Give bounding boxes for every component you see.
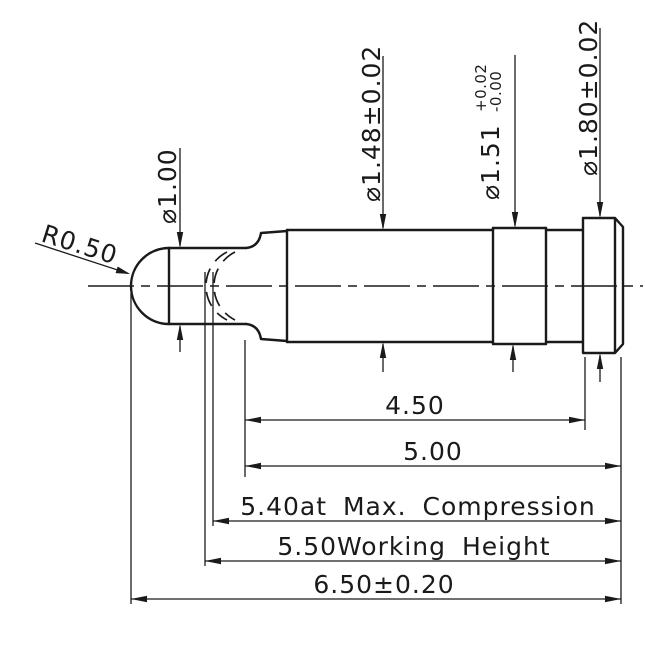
dim-4-50-arrow-left: [245, 416, 261, 424]
dim-5-50-arrow-right: [605, 557, 621, 565]
barrel-dia-arrow-bottom: [379, 342, 387, 358]
dim-6-50-arrow-left: [131, 595, 147, 603]
flange-diameter-label: ⌀1.80±0.02: [574, 19, 603, 176]
extension-lines: [130, 272, 622, 604]
tip-dome: [129, 246, 171, 326]
radius-arrow: [115, 266, 130, 274]
ring-dia-arrow-top: [511, 212, 519, 228]
part-outline: [129, 216, 625, 355]
ring-tolerance-lower: -0.00: [487, 71, 505, 112]
dim-6-50-arrow-right: [605, 595, 621, 603]
dim-5-00-label: 5.00: [403, 437, 463, 466]
plunger-dia-arrow-bottom: [176, 324, 184, 340]
barrel-nose-bottom: [244, 322, 289, 343]
dim-5-00-arrow-right: [605, 462, 621, 470]
plunger-dia-arrow-top: [176, 232, 184, 248]
barrel-dia-arrow-top: [379, 214, 387, 230]
radius-leader: [34, 242, 130, 275]
dim-5-50-label: 5.50Working Height: [277, 532, 550, 561]
working-height-tip-arc: [205, 251, 228, 321]
plunger-diameter-label: ⌀1.00: [153, 148, 182, 224]
ring-dia-arrow-bottom: [509, 344, 517, 360]
barrel-nose-top: [244, 229, 289, 250]
barrel-diameter-label: ⌀1.48±0.02: [357, 45, 386, 202]
compressed-tip-phantom: [205, 251, 236, 321]
dim-4-50-arrow-right: [569, 416, 585, 424]
dim-5-40-arrow-left: [213, 517, 229, 525]
radius-leader-line: [34, 242, 129, 275]
flange-dia-arrow-bottom: [596, 353, 604, 369]
flange: [581, 216, 625, 355]
ring-tolerance-upper: +0.02: [472, 64, 490, 112]
diameter-leaders: [176, 28, 604, 382]
ring-diameter-label: ⌀1.51: [476, 124, 505, 200]
tip-radius-label: R0.50: [38, 219, 121, 270]
dim-6-50-label: 6.50±0.20: [313, 570, 454, 599]
max-compression-tip-arc: [213, 251, 236, 321]
dim-5-40-arrow-right: [605, 517, 621, 525]
dim-5-50-arrow-left: [205, 557, 221, 565]
dimension-lines: [131, 416, 621, 603]
flange-dia-arrow-top: [596, 202, 604, 218]
dim-5-00-arrow-left: [245, 462, 261, 470]
dim-5-40-label: 5.40at Max. Compression: [240, 492, 596, 521]
dim-4-50-label: 4.50: [385, 391, 445, 420]
